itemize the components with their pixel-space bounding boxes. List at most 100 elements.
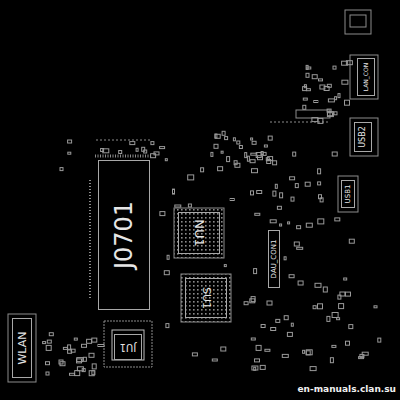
smd-part [303,87,307,91]
smd-part [320,198,323,202]
smd-part [327,112,333,117]
smd-part [89,353,94,357]
smd-part [335,218,340,221]
smd-part [291,323,293,326]
smd-part [303,350,305,353]
smd-part [338,295,341,299]
smd-part [333,66,336,69]
smd-part [222,131,225,135]
component-outline: SU1 [185,278,227,318]
smd-part [251,297,255,302]
smd-part [344,278,347,280]
smd-part [46,362,50,365]
smd-part [165,159,167,161]
smd-part [318,304,323,309]
qfn-pads [104,321,152,367]
smd-part [164,271,169,275]
smd-part [271,328,276,331]
smd-part [215,134,220,138]
smd-part [70,373,75,375]
smd-part [63,347,67,349]
smd-part [318,182,321,185]
smd-part [270,220,276,223]
component-outline: USB2 [354,122,372,152]
smd-part [98,345,104,347]
component-outline: LAN_CON [357,58,375,96]
smd-part [268,136,272,140]
smd-part [303,98,307,100]
smd-part [160,147,165,149]
smd-part [261,325,265,328]
component-outline: USB1 [341,180,355,208]
smd-part [160,212,165,216]
smd-part [233,138,235,141]
smd-part [346,61,352,65]
smd-part [313,306,316,309]
smd-part [318,169,321,174]
smd-part [201,168,204,172]
smd-part [230,199,234,201]
smd-part [75,371,80,376]
smd-part [92,338,97,342]
smd-part [83,357,86,361]
smd-part [312,75,317,79]
smd-part [338,94,340,98]
smd-part [362,352,368,355]
smd-part [46,372,49,375]
smd-part [43,342,46,344]
smd-part [282,354,288,357]
refdes-label: SU1 [201,287,212,309]
smd-part [328,113,333,116]
smd-part [221,347,226,351]
refdes-label: USB1 [345,185,352,204]
smd-part [211,152,213,156]
bga-grid [181,274,231,322]
smd-part [260,365,265,369]
smd-part [280,193,283,198]
smd-part [346,292,351,296]
smd-part [136,148,138,151]
smd-part [82,344,87,347]
smd-part [312,118,318,122]
smd-part [289,275,294,278]
smd-part [294,242,299,246]
smd-part [264,145,267,147]
smd-part [212,359,217,361]
smd-part [323,287,327,292]
smd-part [277,206,281,209]
watermark: en-manuals.clan.su [297,384,396,394]
smd-part [71,349,75,352]
smd-part [291,197,294,201]
smd-part [335,97,337,100]
refdes-label: DAU_CON1 [271,240,278,279]
smd-part [188,175,194,180]
smd-part [267,301,272,305]
smd-part [49,333,53,336]
smd-part [46,345,51,350]
component-outline: NU1 [178,212,220,254]
smd-part [339,304,344,309]
refdes-label: LAN_CON [363,63,369,91]
smd-part [290,177,295,180]
smd-part [60,168,63,171]
smd-part [267,160,271,164]
smd-part [349,239,354,243]
smd-part [284,257,286,260]
component-outline: DAU_CON1 [268,230,280,288]
smd-part [68,140,72,143]
smd-part [359,357,364,359]
smd-part [256,345,261,350]
smd-part [306,73,309,77]
smd-part [173,189,175,194]
smd-part [307,67,311,69]
smd-part [342,80,348,84]
smd-part [255,213,260,215]
smd-part [234,161,237,165]
smd-part [276,319,280,322]
smd-part [374,306,377,308]
smd-part [251,138,253,140]
smd-part [265,349,270,351]
smd-part [273,161,277,165]
